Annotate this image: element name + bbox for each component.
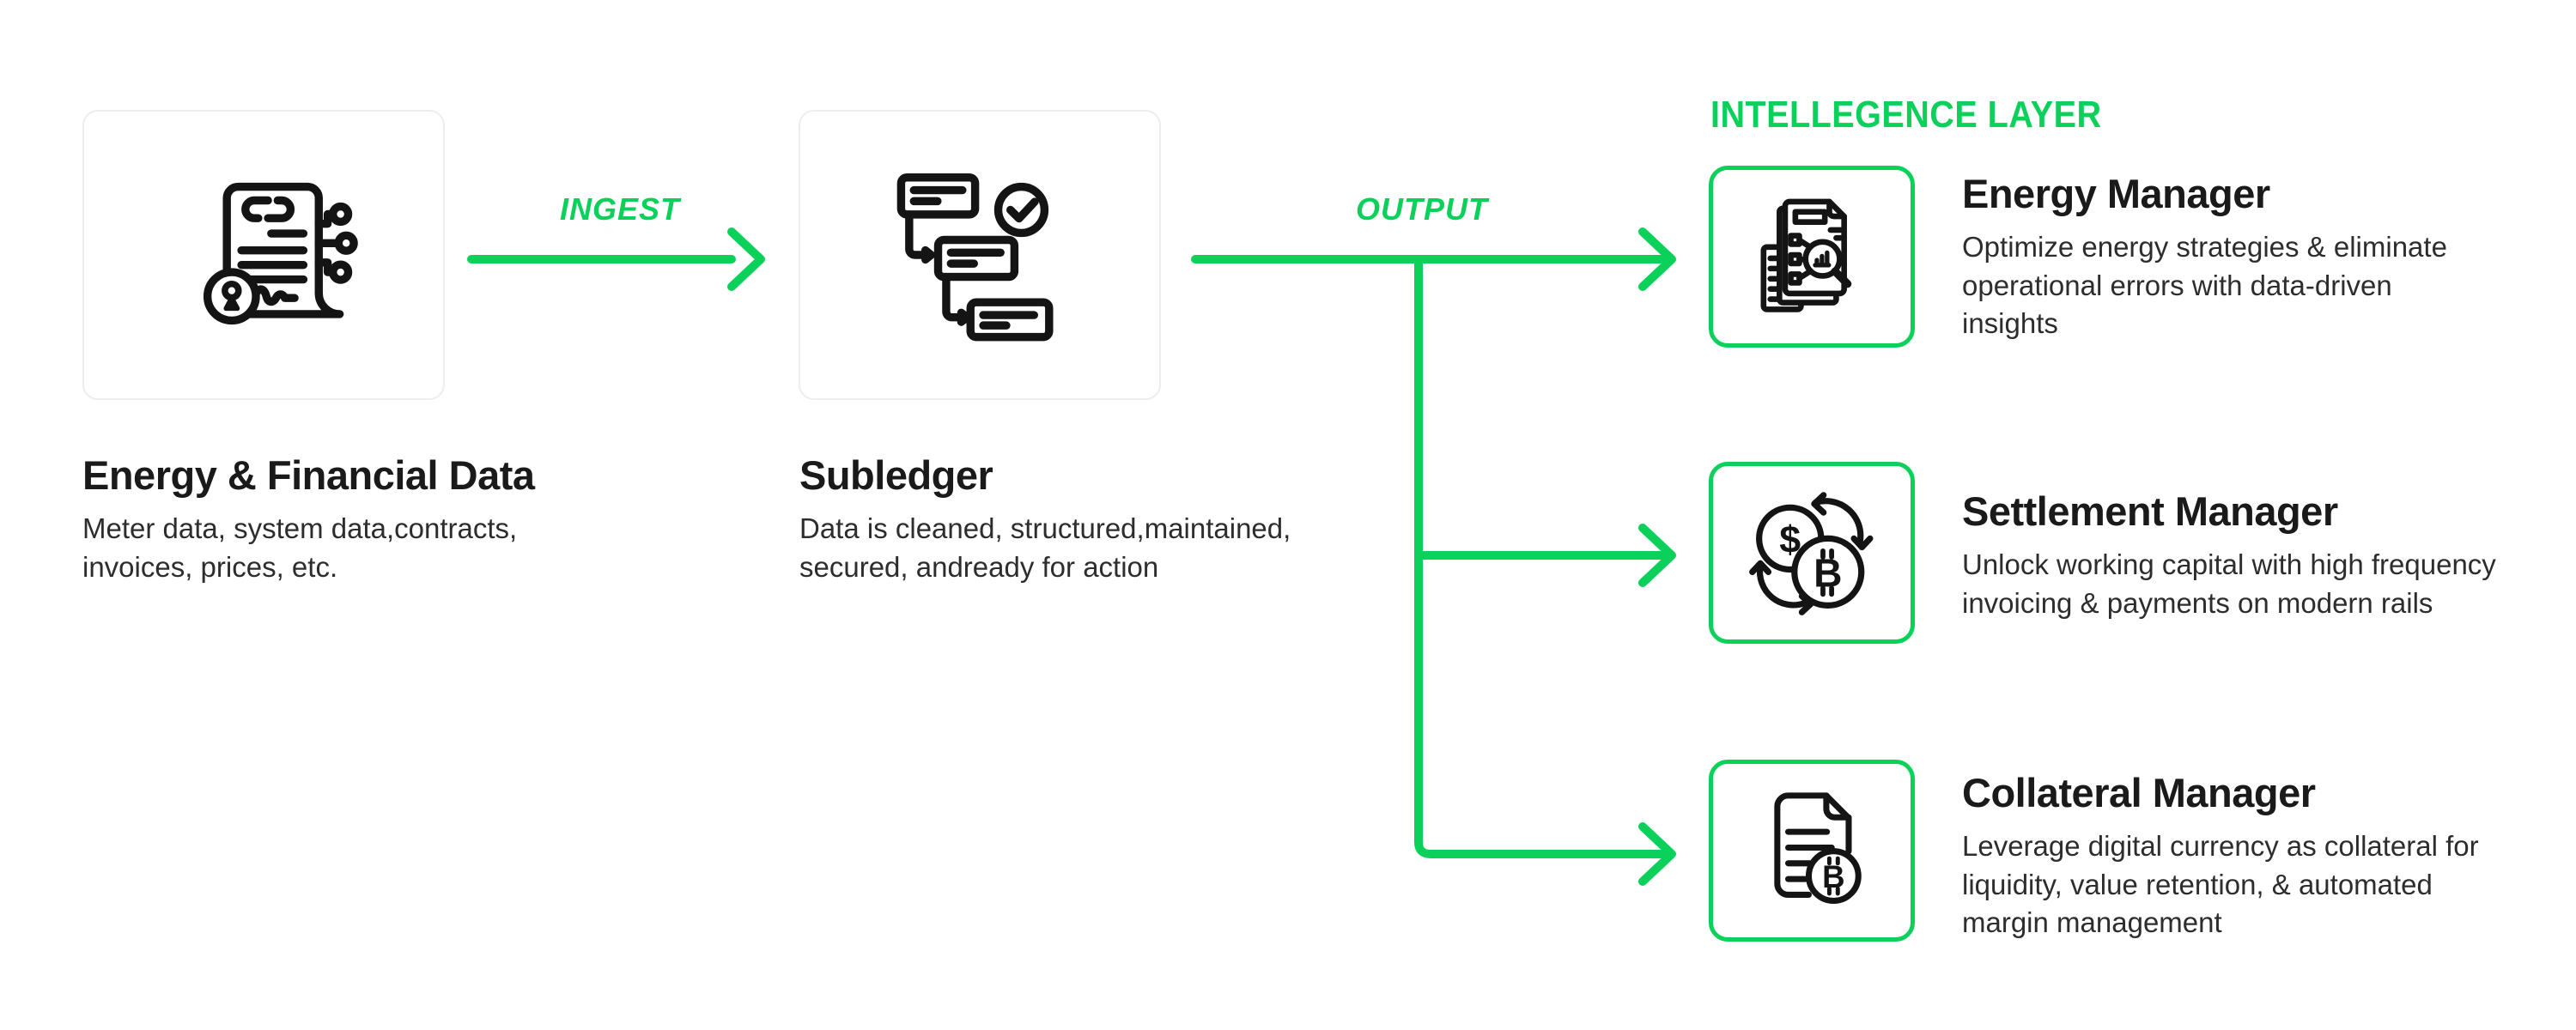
source-description: Meter data, system data,contracts, invoi… [82,512,518,583]
report-magnifier-chart-icon [1760,198,1852,312]
output-arrow-head-top [1638,227,1676,291]
subledger-card [799,110,1161,400]
collateral-manager-description: Leverage digital currency as collateral … [1962,829,2479,939]
output-label: OUTPUT [1356,191,1488,227]
svg-text:B: B [1814,551,1842,596]
collateral-manager-title: Collateral Manager [1962,770,2316,815]
energy-manager-text-block: Energy Manager Optimize energy strategie… [1962,172,2563,343]
collateral-manager-card: B [1709,760,1915,942]
subledger-text-block: Subledger Data is cleaned, structured,ma… [799,453,1383,586]
settlement-manager-text-block: Settlement Manager Unlock working capita… [1962,489,2576,622]
source-data-card [82,110,445,400]
currency-exchange-icon: $ B [1749,492,1874,615]
settlement-manager-card: $ B [1709,462,1915,644]
settlement-manager-title: Settlement Manager [1962,488,2338,534]
svg-text:B: B [1822,859,1844,894]
flowchart-check-icon [896,173,1054,342]
document-bitcoin-icon: B [1774,792,1862,904]
energy-manager-description: Optimize energy strategies & eliminate o… [1962,230,2447,340]
collateral-manager-text-block: Collateral Manager Leverage digital curr… [1962,771,2563,942]
settlement-manager-description: Unlock working capital with high frequen… [1962,548,2496,619]
ingest-arrow-head [727,227,765,291]
output-arrow-head-bottom [1638,822,1676,886]
source-title: Energy & Financial Data [82,452,535,498]
output-branch-vertical [1414,255,1667,858]
contract-document-icon [203,182,358,325]
source-text-block: Energy & Financial Data Meter data, syst… [82,453,632,586]
energy-manager-card [1709,166,1915,348]
subledger-description: Data is cleaned, structured,maintained, … [799,512,1291,583]
output-arrow-head-middle [1638,524,1676,587]
intelligence-layer-heading: INTELLEGENCE LAYER [1710,94,2102,136]
ingest-label: INGEST [559,191,680,227]
subledger-title: Subledger [799,452,993,498]
energy-manager-title: Energy Manager [1962,171,2270,216]
